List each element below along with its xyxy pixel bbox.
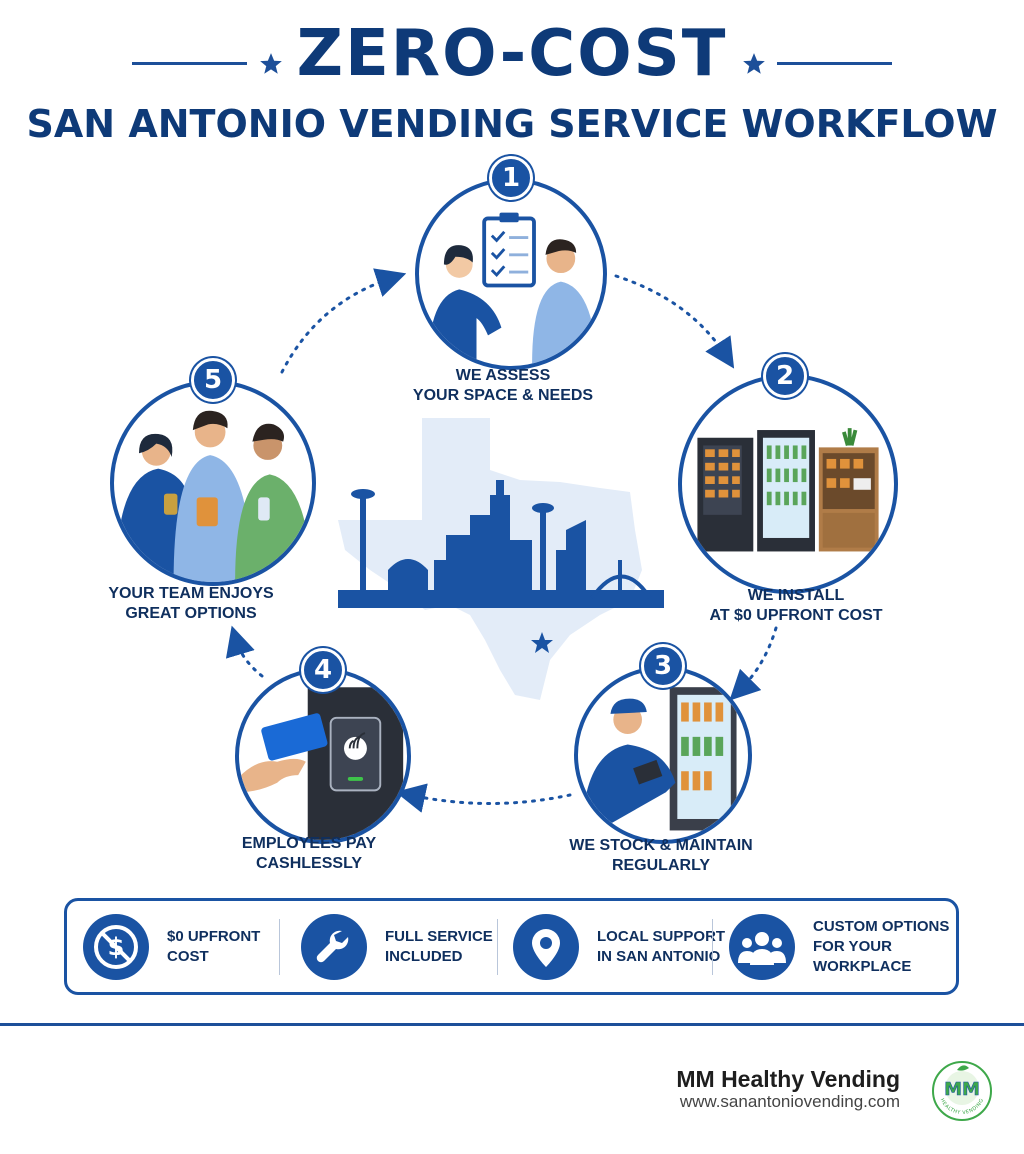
feature-divider bbox=[279, 919, 280, 975]
star-icon bbox=[531, 632, 553, 653]
feature-custom-options-text: CUSTOM OPTIONS FOR YOUR WORKPLACE bbox=[813, 917, 956, 977]
step-5-image bbox=[110, 380, 316, 586]
step-5-label: YOUR TEAM ENJOYS GREAT OPTIONS bbox=[71, 584, 311, 624]
feature-2-line2: INCLUDED bbox=[385, 947, 463, 965]
features-bar: $ $0 UPFRONT COST FULL SERVICE INCLUDED bbox=[64, 898, 959, 995]
step-5-label-line1: YOUR TEAM ENJOYS bbox=[108, 585, 274, 602]
location-pin-icon bbox=[513, 913, 579, 980]
step-2-label-line1: WE INSTALL bbox=[747, 587, 845, 604]
feature-divider bbox=[712, 919, 713, 975]
logo-mark-text: MM bbox=[944, 1079, 980, 1100]
feature-upfront-cost-text: $0 UPFRONT COST bbox=[167, 927, 260, 967]
no-dollar-icon: $ bbox=[83, 913, 149, 980]
title-line-left bbox=[132, 62, 247, 65]
step-3-label-line2: REGULARLY bbox=[611, 857, 711, 874]
feature-custom-options: CUSTOM OPTIONS FOR YOUR WORKPLACE bbox=[729, 901, 956, 992]
step-4-label: EMPLOYEES PAY CASHLESSLY bbox=[189, 834, 429, 874]
step-2-label-line2: AT $0 UPFRONT COST bbox=[709, 607, 883, 624]
feature-4-line1: CUSTOM OPTIONS bbox=[813, 917, 950, 935]
arrow-5-to-1 bbox=[280, 268, 407, 374]
feature-local-support-text: LOCAL SUPPORT IN SAN ANTONIO bbox=[597, 927, 725, 967]
feature-1-line2: COST bbox=[167, 947, 209, 965]
step-3-label: WE STOCK & MAINTAIN REGULARLY bbox=[541, 836, 781, 876]
step-5-number-badge: 5 bbox=[191, 358, 235, 402]
feature-upfront-cost: $ $0 UPFRONT COST bbox=[83, 901, 260, 992]
step-3-number-badge: 3 bbox=[641, 644, 685, 688]
step-4-image bbox=[235, 668, 411, 844]
feature-full-service-text: FULL SERVICE INCLUDED bbox=[385, 927, 493, 967]
arrow-4-to-5 bbox=[225, 625, 264, 678]
step-3-label-line1: WE STOCK & MAINTAIN bbox=[569, 837, 753, 854]
step-1-label: WE ASSESS YOUR SPACE & NEEDS bbox=[383, 366, 623, 406]
star-icon bbox=[743, 53, 765, 74]
brand-url[interactable]: www.sanantoniovending.com bbox=[679, 1092, 900, 1111]
feature-divider bbox=[497, 919, 498, 975]
arrow-3-to-4 bbox=[395, 783, 572, 813]
feature-3-line1: LOCAL SUPPORT bbox=[597, 927, 726, 945]
star-icon bbox=[260, 53, 282, 74]
bottom-rule bbox=[0, 1023, 1024, 1026]
page-title: ZERO-COST bbox=[296, 17, 728, 91]
step-4-label-line2: CASHLESSLY bbox=[255, 855, 363, 872]
step-4-label-line1: EMPLOYEES PAY bbox=[241, 835, 377, 852]
feature-full-service: FULL SERVICE INCLUDED bbox=[301, 901, 493, 992]
step-3-image bbox=[574, 666, 752, 844]
team-icon bbox=[729, 913, 795, 980]
texas-skyline-illustration bbox=[338, 418, 664, 700]
feature-local-support: LOCAL SUPPORT IN SAN ANTONIO bbox=[513, 901, 725, 992]
arrow-2-to-3 bbox=[729, 626, 778, 701]
step-1-label-line1: WE ASSESS bbox=[455, 367, 551, 384]
step-5-label-line2: GREAT OPTIONS bbox=[125, 605, 257, 622]
feature-3-line2: IN SAN ANTONIO bbox=[597, 947, 721, 965]
step-2-label: WE INSTALL AT $0 UPFRONT COST bbox=[676, 586, 916, 626]
step-1-label-line2: YOUR SPACE & NEEDS bbox=[412, 387, 594, 404]
feature-4-line2: FOR YOUR WORKPLACE bbox=[813, 937, 912, 975]
title-line-right bbox=[777, 62, 892, 65]
feature-1-line1: $0 UPFRONT bbox=[167, 927, 261, 945]
skyline-icon bbox=[338, 480, 664, 608]
step-2-number-badge: 2 bbox=[763, 354, 807, 398]
step-1-number-badge: 1 bbox=[489, 156, 533, 200]
step-4-number-badge: 4 bbox=[301, 648, 345, 692]
arrow-1-to-2 bbox=[614, 274, 735, 369]
brand-logo: MM HEALTHY VENDING bbox=[932, 1061, 992, 1121]
brand-name: MM Healthy Vending bbox=[676, 1066, 900, 1092]
step-2-image bbox=[678, 374, 898, 594]
page-subtitle: SAN ANTONIO VENDING SERVICE WORKFLOW bbox=[26, 102, 998, 146]
wrench-icon bbox=[301, 913, 367, 980]
feature-2-line1: FULL SERVICE bbox=[385, 927, 493, 945]
step-1-image bbox=[415, 178, 607, 370]
